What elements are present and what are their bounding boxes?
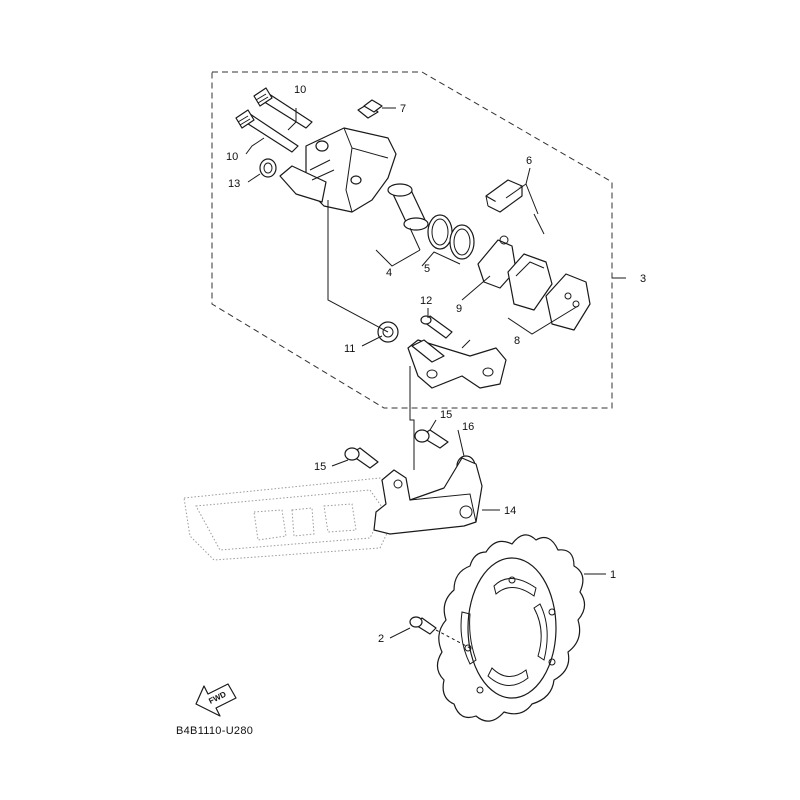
callout-15-lower: 15 <box>314 461 326 473</box>
caliper-bolt-upper <box>253 87 313 129</box>
swingarm-outline <box>183 477 401 561</box>
brake-pad-inner <box>507 253 553 311</box>
callout-15-upper: 15 <box>440 409 452 421</box>
piston-seal <box>427 214 453 250</box>
mounting-bracket <box>373 457 483 535</box>
slide-pin <box>420 315 453 339</box>
bleed-screw <box>357 99 383 119</box>
brake-disc <box>436 534 586 722</box>
callout-3: 3 <box>640 273 646 285</box>
callout-10-upper: 10 <box>294 84 306 96</box>
bolt-upper <box>414 429 449 449</box>
guide-line-bracket <box>409 366 415 470</box>
callout-8: 8 <box>514 335 520 347</box>
dust-seal <box>449 224 475 260</box>
disc-bolt <box>409 616 471 649</box>
forward-arrow-icon <box>195 683 237 717</box>
forward-direction-indicator: FWD <box>195 683 237 717</box>
leader-lines <box>245 107 626 639</box>
callout-11: 11 <box>344 343 355 355</box>
callout-6: 6 <box>526 155 532 167</box>
bolt-lower <box>344 447 379 469</box>
callout-5: 5 <box>424 263 430 275</box>
callout-13: 13 <box>228 178 240 190</box>
callout-9: 9 <box>456 303 462 315</box>
caliper-bolt-lower <box>235 109 299 153</box>
piston <box>387 183 429 231</box>
diagram-code: B4B1110-U280 <box>176 725 253 737</box>
callout-14: 14 <box>504 505 516 517</box>
caliper-assembly-boundary <box>211 71 613 409</box>
pad-spring <box>485 179 523 213</box>
caliper-body <box>279 127 397 213</box>
caliper-bracket <box>407 339 507 389</box>
callout-2: 2 <box>378 633 384 645</box>
brake-pad-outer <box>545 273 591 331</box>
callout-7: 7 <box>400 103 406 115</box>
callout-1: 1 <box>610 569 616 581</box>
callout-4: 4 <box>386 267 392 279</box>
callout-12: 12 <box>420 295 432 307</box>
boot-seal <box>259 158 277 178</box>
callout-10-lower: 10 <box>226 151 238 163</box>
callout-16: 16 <box>462 421 474 433</box>
guide-line-caliper <box>327 200 389 333</box>
